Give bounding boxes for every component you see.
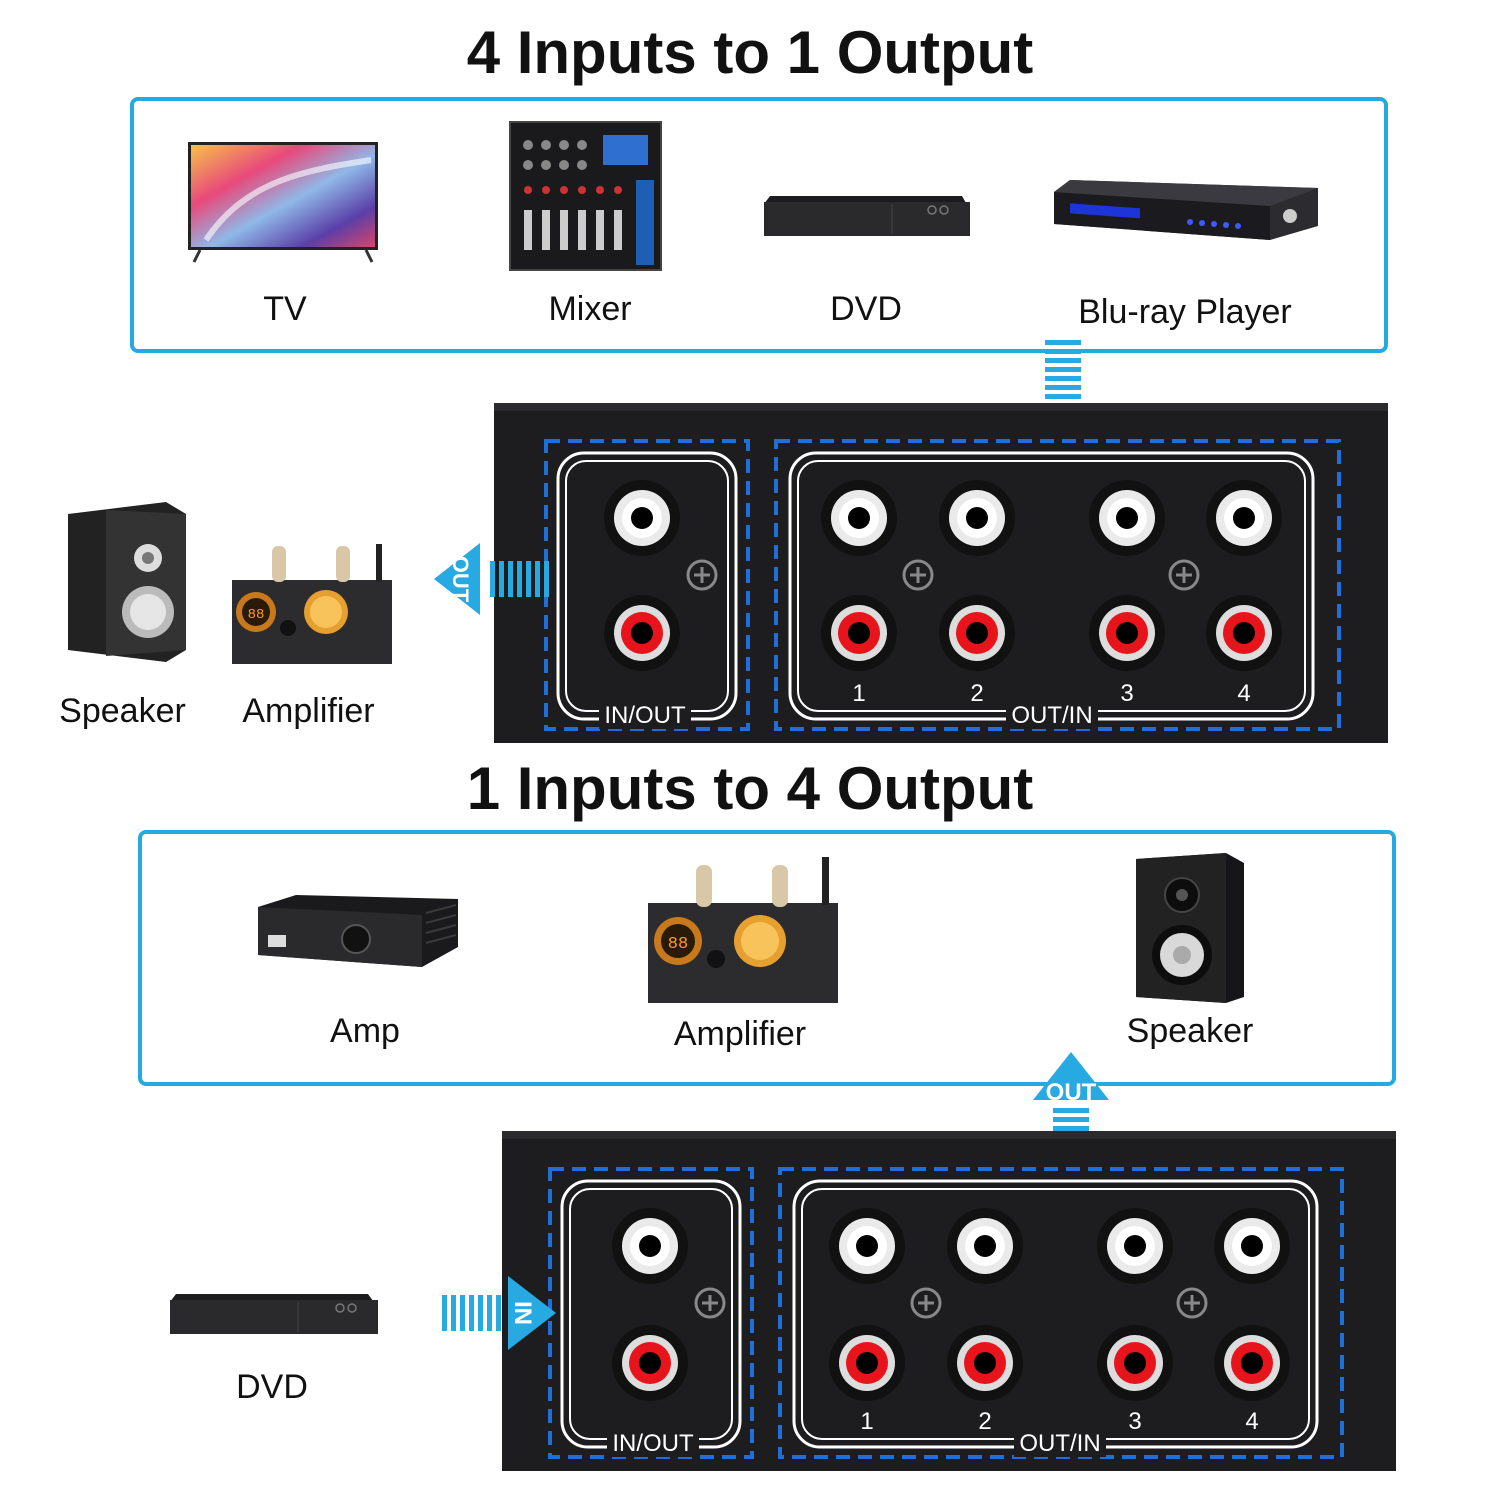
dvd-player-icon [170, 1294, 378, 1334]
device-label-amplifier: Amplifier [673, 1015, 807, 1053]
port-number-1: 1 [860, 1408, 873, 1435]
side-label-dvd: DVD [236, 1368, 308, 1406]
bottom-switch-panel: IN/OUT OUT/IN 1 2 3 4 [548, 1167, 1344, 1459]
top-switch-box [494, 403, 1388, 743]
bookshelf-speaker-icon [68, 502, 186, 662]
device-label-amp: Amp [330, 1012, 400, 1050]
white-rca-jacks [612, 1208, 1290, 1284]
white-rca-jacks [604, 480, 1282, 556]
device-label-tv: TV [263, 290, 307, 328]
tube-amplifier-icon: 88 [648, 857, 838, 1003]
device-label-speaker: Speaker [1126, 1012, 1254, 1050]
red-rca-jacks [612, 1325, 1290, 1401]
device-label-dvd: DVD [830, 290, 902, 328]
amp-icon [258, 895, 458, 967]
top-title: 4 Inputs to 1 Output [466, 19, 1034, 86]
port-number-2: 2 [970, 680, 983, 707]
device-label-mixer: Mixer [548, 290, 632, 328]
port-number-2: 2 [978, 1408, 991, 1435]
port-number-1: 1 [852, 680, 865, 707]
in-out-label: IN/OUT [604, 702, 686, 729]
port-number-4: 4 [1245, 1408, 1258, 1435]
in-arrow-label: IN [509, 1301, 536, 1325]
studio-monitor-icon [1136, 853, 1244, 1003]
red-rca-jacks [604, 595, 1282, 671]
tube-amplifier-icon: 88 [232, 544, 392, 664]
side-label-speaker: Speaker [59, 692, 186, 730]
mixer-icon [509, 121, 662, 271]
out-in-label: OUT/IN [1011, 702, 1092, 729]
svg-text:88: 88 [248, 607, 265, 623]
svg-text:88: 88 [668, 935, 688, 954]
tv-icon [188, 142, 378, 263]
out-arrow-label: OUT [1046, 1079, 1097, 1106]
bottom-switch-box [502, 1131, 1396, 1471]
port-number-3: 3 [1128, 1408, 1141, 1435]
out-arrow-icon: OUT [434, 543, 549, 615]
bluray-player-icon [1054, 180, 1318, 240]
in-arrow-icon: IN [442, 1276, 556, 1350]
out-in-label: OUT/IN [1019, 1430, 1100, 1457]
out-arrow-label: OUT [448, 556, 473, 603]
device-label-bluray: Blu-ray Player [1078, 293, 1292, 331]
port-number-4: 4 [1237, 680, 1250, 707]
top-switch-panel: IN/OUT OUT/IN 1 2 3 4 [544, 439, 1341, 731]
side-label-amplifier: Amplifier [242, 692, 375, 730]
bottom-title: 1 Inputs to 4 Output [466, 755, 1034, 822]
port-number-3: 3 [1120, 680, 1133, 707]
in-out-label: IN/OUT [612, 1430, 694, 1457]
dvd-player-icon [764, 196, 970, 236]
